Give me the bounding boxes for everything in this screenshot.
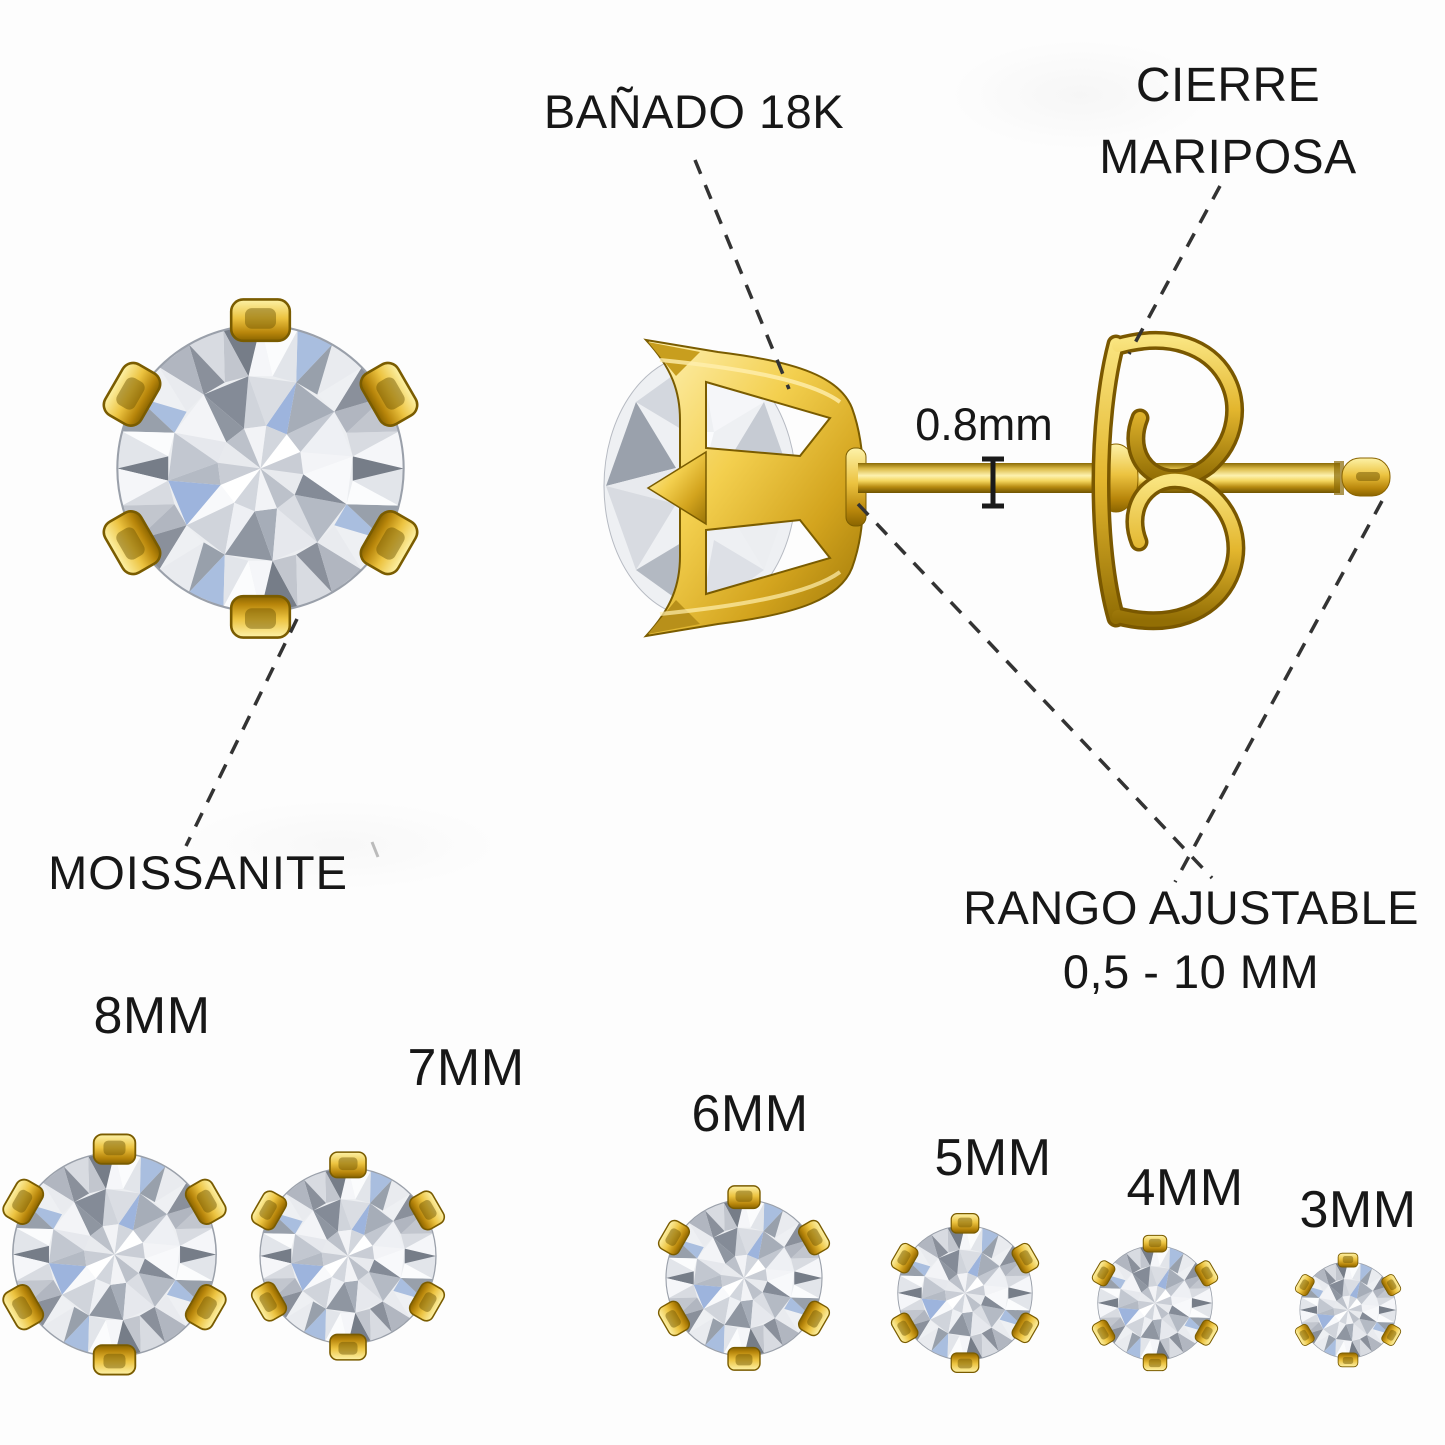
label-clasp-line1: CIERRE <box>1135 59 1321 112</box>
annotation-line-range-right <box>1173 500 1384 883</box>
label-size-4mm: 4MM <box>1126 1159 1244 1217</box>
label-pin-thickness: 0.8mm <box>915 399 1053 450</box>
prong-basket-graphic <box>643 338 867 638</box>
annotation-line-clasp <box>1127 185 1222 355</box>
label-size-5mm: 5MM <box>934 1129 1052 1187</box>
label-adjustable-range: RANGO AJUSTABLE 0,5 - 10 MM <box>963 876 1419 1004</box>
label-stone-material: MOISSANITE <box>48 846 348 899</box>
label-clasp-line2: MARIPOSA <box>1099 131 1357 184</box>
label-range-line1: RANGO AJUSTABLE <box>963 881 1419 934</box>
label-clasp: CIERRE MARIPOSA <box>1099 50 1356 194</box>
annotation-line-plating <box>693 159 791 390</box>
post-groove <box>1334 461 1344 495</box>
stud-side-view-image <box>603 331 1391 638</box>
annotation-line-range-left <box>856 502 1214 880</box>
label-size-8mm: 8MM <box>93 987 211 1045</box>
label-plating: BAÑADO 18K <box>543 85 845 138</box>
butterfly-clasp-graphic <box>1091 331 1246 631</box>
label-size-7mm: 7MM <box>407 1039 525 1097</box>
label-size-3mm: 3MM <box>1299 1181 1417 1239</box>
annotation-line-stone <box>184 618 299 847</box>
label-size-6mm: 6MM <box>691 1085 809 1143</box>
label-range-line2: 0,5 - 10 MM <box>1062 945 1320 998</box>
photo-speck <box>370 841 380 858</box>
measure-ibeam <box>982 456 1004 509</box>
